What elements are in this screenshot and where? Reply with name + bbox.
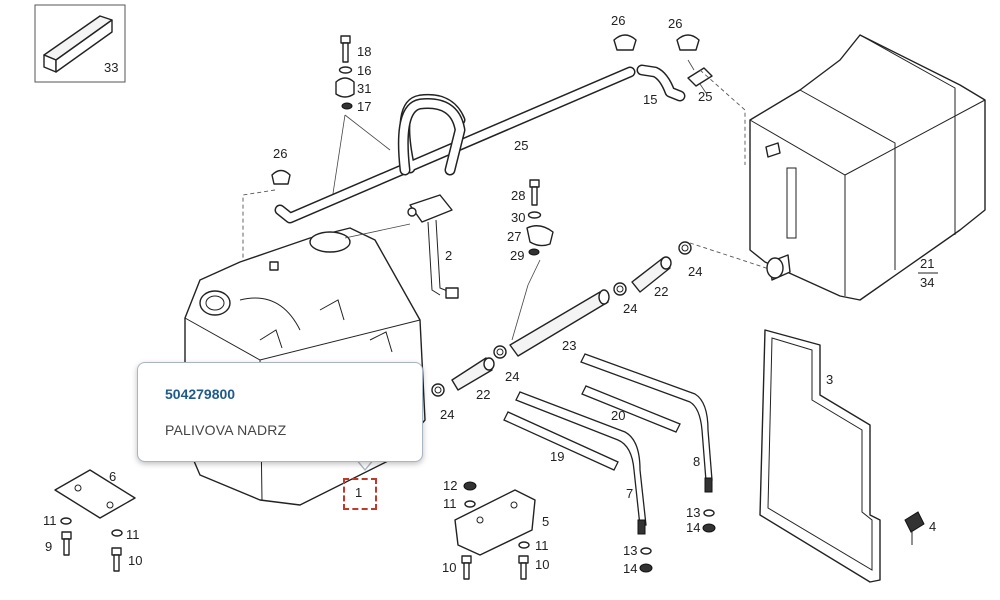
label-3[interactable]: 3 xyxy=(826,372,833,387)
callout-pointer-fill xyxy=(356,458,374,469)
label-11-c[interactable]: 11 xyxy=(443,496,457,511)
label-11-d[interactable]: 11 xyxy=(535,538,549,553)
selected-part-highlight[interactable] xyxy=(343,478,377,510)
fuel-sender-2[interactable] xyxy=(407,194,459,299)
label-14-left[interactable]: 14 xyxy=(623,561,637,576)
washer-11-mid[interactable] xyxy=(464,500,476,508)
label-11-a[interactable]: 11 xyxy=(43,513,57,528)
label-6[interactable]: 6 xyxy=(109,469,116,484)
nut-14-right[interactable] xyxy=(702,523,716,533)
washer-13-left[interactable] xyxy=(640,547,652,555)
label-10-mid[interactable]: 10 xyxy=(442,560,456,575)
label-16[interactable]: 16 xyxy=(357,63,371,78)
label-27[interactable]: 27 xyxy=(507,229,521,244)
clamp-26-left[interactable] xyxy=(271,169,291,185)
label-11-b[interactable]: 11 xyxy=(126,527,140,542)
clamp-26-right[interactable] xyxy=(676,34,700,51)
label-24-c[interactable]: 24 xyxy=(505,369,519,384)
label-9[interactable]: 9 xyxy=(45,539,52,554)
label-30[interactable]: 30 xyxy=(511,210,525,225)
connector-25[interactable] xyxy=(687,67,713,87)
part-description: PALIVOVA NADRZ xyxy=(165,422,287,438)
label-25-right[interactable]: 25 xyxy=(698,89,712,104)
hose-15[interactable] xyxy=(636,64,686,102)
label-13-right[interactable]: 13 xyxy=(686,505,700,520)
part-info-callout: 504279800 PALIVOVA NADRZ xyxy=(137,362,423,462)
label-18[interactable]: 18 xyxy=(357,44,371,59)
clamp-24-a[interactable] xyxy=(678,241,692,255)
label-34[interactable]: 34 xyxy=(920,275,934,290)
key-4[interactable] xyxy=(904,511,925,545)
label-23[interactable]: 23 xyxy=(562,338,576,353)
label-10-left[interactable]: 10 xyxy=(128,553,142,568)
nut-12[interactable] xyxy=(463,481,477,491)
part-number[interactable]: 504279800 xyxy=(165,386,236,402)
label-10-right[interactable]: 10 xyxy=(535,557,549,572)
label-1[interactable]: 1 xyxy=(355,485,362,500)
strap-8[interactable] xyxy=(580,353,713,493)
pipe-22-upper[interactable] xyxy=(631,256,672,293)
label-12[interactable]: 12 xyxy=(443,478,457,493)
gasket-3[interactable] xyxy=(759,329,881,583)
strap-20[interactable] xyxy=(581,385,681,433)
bracket-6[interactable] xyxy=(54,469,136,519)
label-28[interactable]: 28 xyxy=(511,188,525,203)
clamp-24-d[interactable] xyxy=(431,383,445,397)
label-24-d[interactable]: 24 xyxy=(440,407,454,422)
label-25-hose[interactable]: 25 xyxy=(514,138,528,153)
pipe-22-lower[interactable] xyxy=(451,357,495,391)
label-22-lower[interactable]: 22 xyxy=(476,387,490,402)
strap-19[interactable] xyxy=(503,411,619,471)
label-24-b[interactable]: 24 xyxy=(623,301,637,316)
label-33[interactable]: 33 xyxy=(104,60,118,75)
label-26-right[interactable]: 26 xyxy=(668,16,682,31)
label-5[interactable]: 5 xyxy=(542,514,549,529)
bolt-10-mid[interactable] xyxy=(461,555,472,580)
label-14-right[interactable]: 14 xyxy=(686,520,700,535)
label-20[interactable]: 20 xyxy=(611,408,625,423)
hose-25[interactable] xyxy=(274,66,636,224)
label-8[interactable]: 8 xyxy=(693,454,700,469)
clamp-24-b[interactable] xyxy=(613,282,627,296)
nut-14-left[interactable] xyxy=(639,563,653,573)
bolt-10-right[interactable] xyxy=(518,555,529,580)
label-22-upper[interactable]: 22 xyxy=(654,284,668,299)
bolt-9[interactable] xyxy=(60,517,72,556)
label-19[interactable]: 19 xyxy=(550,449,564,464)
washer-11-right[interactable] xyxy=(518,541,530,549)
clamp-26-top[interactable] xyxy=(613,34,637,51)
pipe-23[interactable] xyxy=(509,289,610,357)
label-17[interactable]: 17 xyxy=(357,99,371,114)
label-4[interactable]: 4 xyxy=(929,519,936,534)
strap-7[interactable] xyxy=(515,391,647,535)
bolt-stack-top[interactable] xyxy=(335,35,355,110)
label-29[interactable]: 29 xyxy=(510,248,524,263)
label-13-left[interactable]: 13 xyxy=(623,543,637,558)
label-21[interactable]: 21 xyxy=(920,256,934,271)
bolt-stack-middle[interactable] xyxy=(526,179,554,256)
tank-21[interactable] xyxy=(749,34,986,301)
label-2[interactable]: 2 xyxy=(445,248,452,263)
bracket-5[interactable] xyxy=(454,489,536,556)
label-24-a[interactable]: 24 xyxy=(688,264,702,279)
label-31[interactable]: 31 xyxy=(357,81,371,96)
label-26-top[interactable]: 26 xyxy=(611,13,625,28)
clamp-24-c[interactable] xyxy=(493,345,507,359)
bolt-10-left[interactable] xyxy=(111,529,123,572)
part-33-box[interactable] xyxy=(34,4,126,83)
label-7[interactable]: 7 xyxy=(626,486,633,501)
washer-13-right[interactable] xyxy=(703,509,715,517)
label-26-left[interactable]: 26 xyxy=(273,146,287,161)
label-15[interactable]: 15 xyxy=(643,92,657,107)
